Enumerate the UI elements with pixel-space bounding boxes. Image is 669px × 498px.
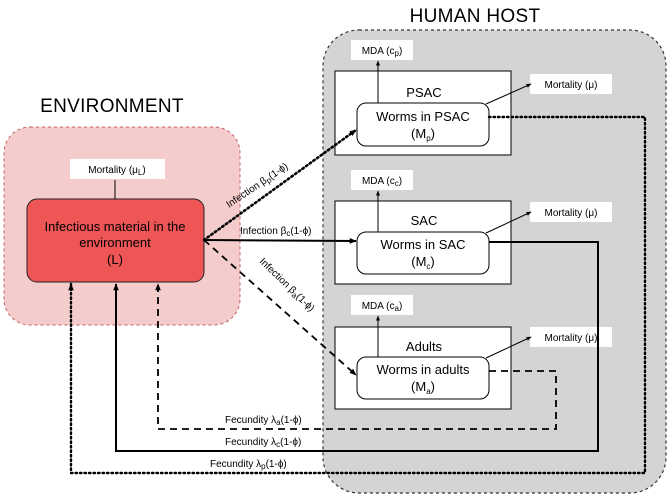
infection-sac-arrow <box>203 238 357 244</box>
fecundity-adults-loop <box>155 283 557 430</box>
sac-worms-symbol: (Mc) <box>411 254 435 271</box>
adults-title: Adults <box>406 339 443 354</box>
psac-worms-symbol: (Mp) <box>411 126 435 143</box>
sac-worms-node <box>356 231 490 275</box>
infection-adults-label: Infection βa(1-ϕ) <box>256 256 316 315</box>
fecundity-sac-label: Fecundity λc(1-ϕ) <box>225 437 301 449</box>
psac-mortality-arrow <box>485 83 532 105</box>
environment-mortality-label: Mortality (μL) <box>88 165 145 177</box>
sac-mda-box <box>351 170 413 190</box>
reservoir-label-line1: Infectious material in the <box>45 219 186 234</box>
psac-worms-node <box>356 102 490 147</box>
fecundity-adults-label: Fecundity λa(1-ϕ) <box>225 415 302 427</box>
adults-worms-label: Worms in adults <box>377 362 470 377</box>
psac-mda-box <box>351 40 413 60</box>
sac-mortality-box <box>530 202 612 222</box>
sac-worms-label: Worms in SAC <box>381 237 466 252</box>
sac-mortality-label: Mortality (μ) <box>545 208 598 219</box>
adults-worms-node <box>356 356 490 400</box>
adults-mda-label: MDA (ca) <box>362 301 403 313</box>
environment-title: ENVIRONMENT <box>40 96 184 117</box>
psac-mortality-box <box>530 74 612 94</box>
human-host-title: HUMAN HOST <box>410 6 541 27</box>
fecundity-sac-loop <box>113 241 599 452</box>
infection-adults-arrow <box>203 239 357 376</box>
adults-worms-symbol: (Ma) <box>411 379 435 396</box>
psac-mda-label: MDA (cp) <box>362 46 403 58</box>
psac-mortality-label: Mortality (μ) <box>545 80 598 91</box>
reservoir-label-line2: environment <box>79 235 151 250</box>
fecundity-psac-loop <box>68 115 647 475</box>
environment-mortality-box <box>70 159 165 179</box>
adults-mortality-box <box>530 327 612 347</box>
reservoir-symbol: (L) <box>107 252 123 267</box>
psac-worms-label: Worms in PSAC <box>376 109 470 124</box>
sac-mortality-arrow <box>485 211 532 234</box>
psac-title: PSAC <box>406 85 441 100</box>
fecundity-psac-label: Fecundity λp(1-ϕ) <box>210 459 287 471</box>
infection-psac-arrow <box>202 128 358 242</box>
adults-mda-box <box>351 295 413 315</box>
sac-mda-label: MDA (cc) <box>362 176 402 188</box>
adults-mortality-label: Mortality (μ) <box>545 333 598 344</box>
adults-mortality-arrow <box>485 336 532 359</box>
infection-sac-label: Infection βc(1-ϕ) <box>240 226 312 238</box>
sac-title: SAC <box>411 213 438 228</box>
